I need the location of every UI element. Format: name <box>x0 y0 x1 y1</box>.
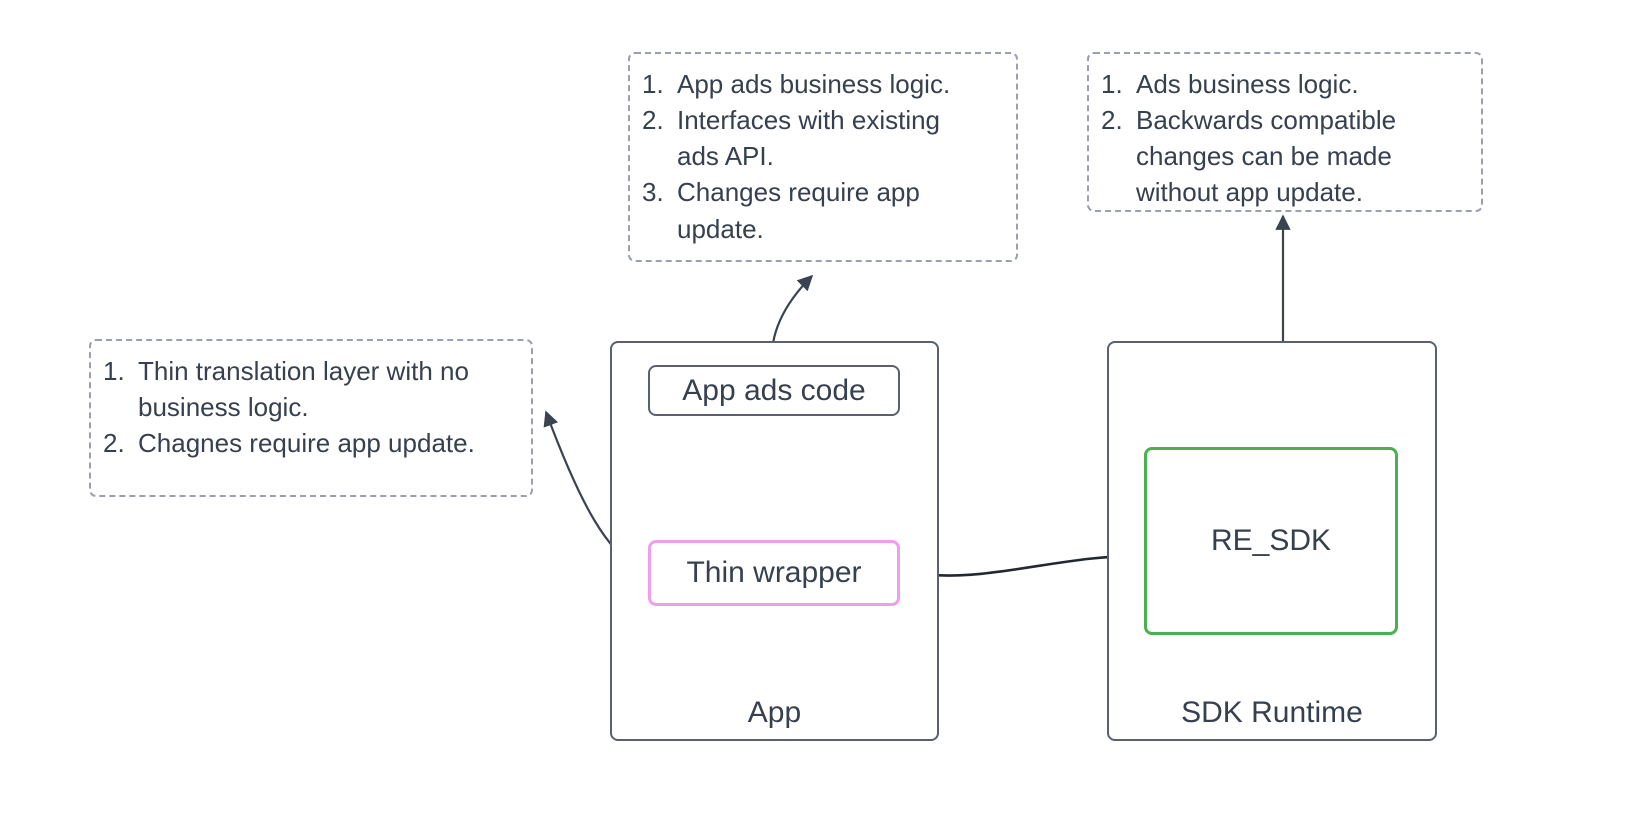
note-thin-wrapper: Thin translation layer with no business … <box>89 339 533 497</box>
note-app-ads-code-list: App ads business logic. Interfaces with … <box>642 66 1002 247</box>
note-re-sdk: Ads business logic. Backwards compatible… <box>1087 52 1483 212</box>
note-item: Ads business logic. <box>1101 66 1359 102</box>
note-app-ads-code: App ads business logic. Interfaces with … <box>628 52 1018 262</box>
node-app-ads-code[interactable]: App ads code <box>648 365 900 416</box>
note-thin-wrapper-list: Thin translation layer with no business … <box>103 353 517 462</box>
note-re-sdk-list: Ads business logic. Backwards compatible… <box>1101 66 1467 211</box>
container-app-label: App <box>747 696 802 729</box>
note-item: Chagnes require app update. <box>103 425 475 461</box>
note-item: Interfaces with existing ads API. <box>642 102 941 172</box>
note-item: Backwards compatible changes can be made… <box>1101 102 1397 208</box>
note-item: App ads business logic. <box>642 66 951 102</box>
node-thin-wrapper[interactable]: Thin wrapper <box>648 540 900 606</box>
note-item: Changes require app update. <box>642 174 920 244</box>
container-sdk-runtime-label: SDK Runtime <box>1181 696 1363 729</box>
node-re-sdk[interactable]: RE_SDK <box>1144 447 1398 635</box>
note-item: Thin translation layer with no business … <box>103 353 469 423</box>
